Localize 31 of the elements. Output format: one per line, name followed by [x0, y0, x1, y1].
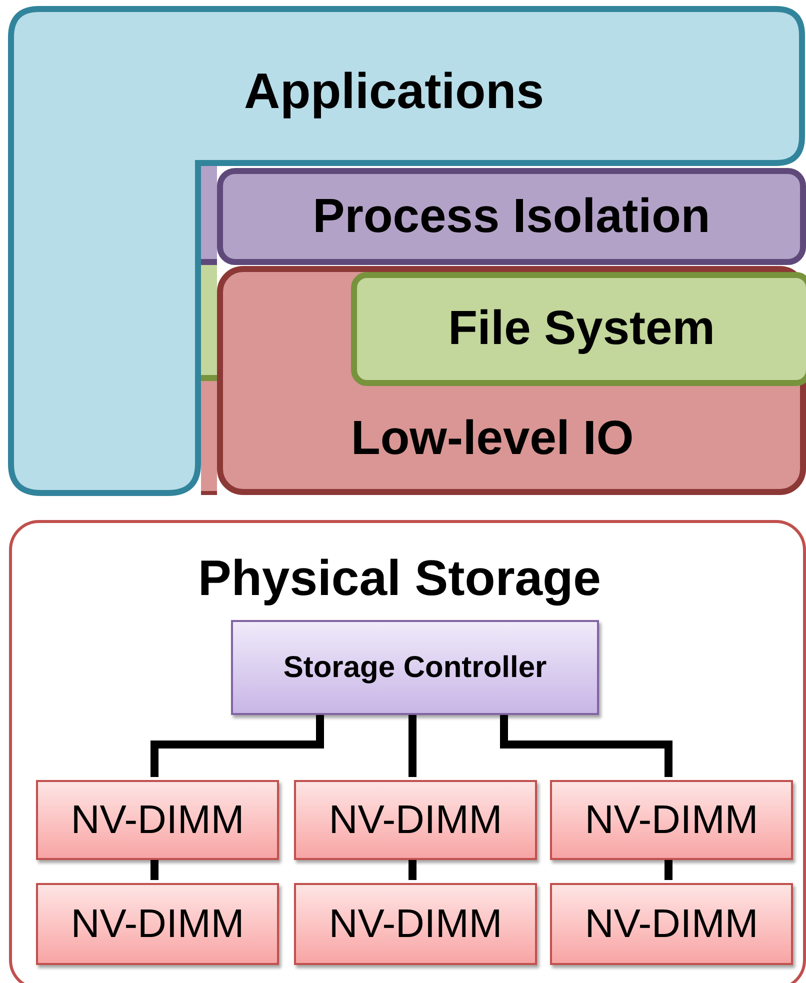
layer-box [351, 272, 806, 386]
layer-label: NV-DIMM [70, 904, 244, 944]
layer-label: Storage Controller [283, 652, 547, 682]
layer-band [201, 381, 217, 495]
layer-band [201, 265, 217, 381]
layer-label: NV-DIMM [584, 904, 758, 944]
memory-module-box [294, 883, 537, 965]
memory-module-box [294, 780, 537, 860]
connector-line [408, 712, 416, 777]
layer-label: NV-DIMM [584, 800, 758, 840]
connector-line [150, 712, 324, 777]
layer-label: NV-DIMM [70, 800, 244, 840]
layer-label: File System [448, 305, 715, 353]
layer-label: Applications [244, 66, 544, 116]
layer-box [217, 266, 806, 495]
layer-label: NV-DIMM [328, 904, 502, 944]
layer-label: Low-level IO [351, 415, 634, 463]
connector-line [150, 857, 158, 880]
layer-label: Process Isolation [312, 192, 710, 240]
memory-module-box [36, 780, 279, 860]
memory-module-box [36, 883, 279, 965]
container-box [9, 520, 806, 983]
memory-module-box [550, 780, 793, 860]
layer-band [201, 165, 217, 265]
connector-line [500, 712, 672, 777]
connector-line [664, 857, 672, 880]
layer-label: NV-DIMM [328, 800, 502, 840]
memory-module-box [550, 883, 793, 965]
layer-box [217, 168, 806, 265]
controller-box [231, 620, 599, 715]
connector-line [408, 857, 416, 880]
